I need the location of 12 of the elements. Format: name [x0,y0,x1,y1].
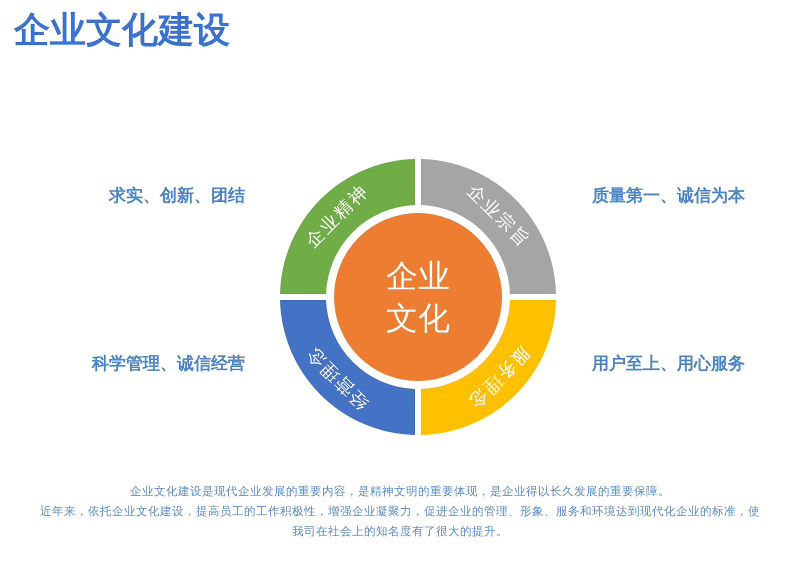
segment-label: 企业宗旨 [462,179,536,252]
segment-label: 经营理念 [300,342,374,416]
description-paragraph: 近年来，依托企业文化建设，提高员工的工作积极性，增强企业凝聚力，促进企业的管理、形象、服务和环境达到现代化企业的标准，使我司在社会上的知名度有了很大的提升。 [40,503,760,540]
page-title: 企业文化建设 [14,9,230,53]
center-label: 企业文化 [385,256,451,339]
segment-label: 服务理念 [462,342,536,416]
slogan-text: 用户至上、用心服务 [592,353,745,375]
segment-label: 企业精神 [300,179,374,252]
slogan-text: 质量第一、诚信为本 [592,185,745,207]
slogan-text: 科学管理、诚信经营 [92,353,245,375]
description-paragraph: 企业文化建设是现代企业发展的重要内容，是精神文明的重要体现，是企业得以长久发展的重要保障。 [129,483,671,500]
slogan-text: 求实、创新、团结 [109,185,245,207]
